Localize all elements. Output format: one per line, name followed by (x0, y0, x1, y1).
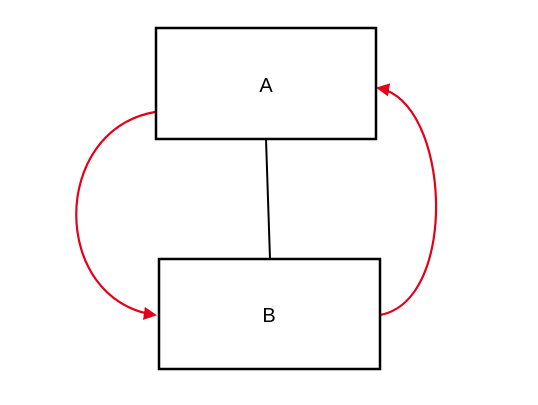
curved-arrow-a-to-b (75, 110, 157, 320)
node-b-label: B (262, 305, 275, 327)
node-a-label: A (259, 75, 273, 97)
connector-line-a-b (265, 138, 271, 260)
node-b[interactable]: B (157, 257, 382, 371)
node-a-box (154, 26, 378, 141)
node-a[interactable]: A (154, 26, 378, 141)
node-b-box (157, 257, 382, 371)
curved-arrow-b-to-a (376, 83, 438, 317)
